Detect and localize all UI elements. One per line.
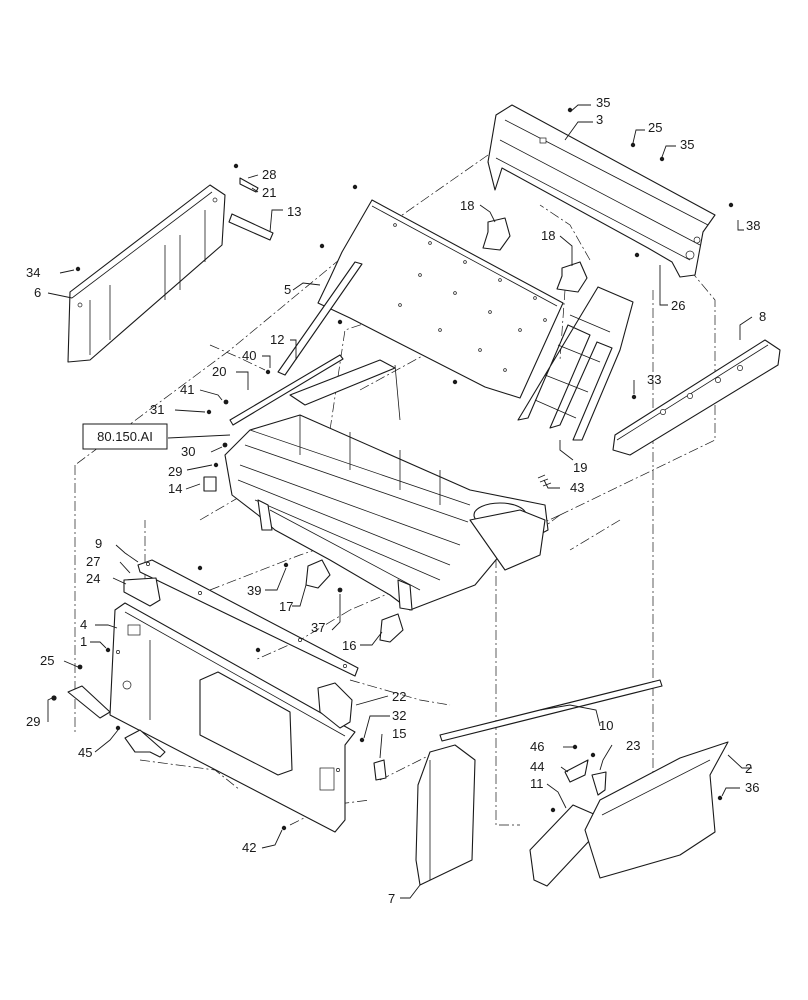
callout-12: 12 — [270, 332, 284, 347]
part-16-bracket — [379, 613, 404, 643]
fasteners — [51, 107, 734, 831]
callout-numbers: 35 3 25 35 28 21 13 18 18 38 34 6 5 26 8… — [26, 95, 766, 906]
part-10-rod — [439, 679, 663, 742]
callout-37: 37 — [311, 620, 325, 635]
callout-19: 19 — [573, 460, 587, 475]
part-18-bracket-a — [482, 217, 511, 251]
part-4-front-panel — [109, 602, 356, 833]
central-frame-assembly — [224, 359, 549, 611]
callout-33: 33 — [647, 372, 661, 387]
callout-28: 28 — [262, 167, 276, 182]
callout-45: 45 — [78, 745, 92, 760]
callout-14: 14 — [168, 481, 182, 496]
part-22-bracket — [317, 682, 353, 729]
part-44-bracket — [564, 759, 589, 783]
callout-42: 42 — [242, 840, 256, 855]
callout-17: 17 — [279, 599, 293, 614]
part-8-crossbar — [612, 339, 781, 456]
callout-20: 20 — [212, 364, 226, 379]
callout-6: 6 — [34, 285, 41, 300]
part-7-side-plate — [415, 744, 476, 886]
callout-5: 5 — [284, 282, 291, 297]
callout-15: 15 — [392, 726, 406, 741]
callout-21: 21 — [262, 185, 276, 200]
callout-9: 9 — [95, 536, 102, 551]
callout-8: 8 — [759, 309, 766, 324]
callout-4: 4 — [80, 617, 87, 632]
part-2-right-shield — [584, 741, 729, 879]
callout-36: 36 — [745, 780, 759, 795]
callout-1: 1 — [80, 634, 87, 649]
callout-35: 35 — [680, 137, 694, 152]
callout-41: 41 — [180, 382, 194, 397]
callout-18: 18 — [460, 198, 474, 213]
callout-2: 2 — [745, 761, 752, 776]
callout-22: 22 — [392, 689, 406, 704]
part-45-bracket-a — [67, 685, 111, 719]
part-9-strip — [137, 559, 359, 677]
part-13-bracket — [228, 213, 274, 241]
callout-38: 38 — [746, 218, 760, 233]
callout-44: 44 — [530, 759, 544, 774]
part-11-panel — [529, 804, 597, 887]
callout-24: 24 — [86, 571, 100, 586]
part-19-ladder — [517, 286, 634, 441]
callout-16: 16 — [342, 638, 356, 653]
part-5-roof-panel — [317, 199, 564, 399]
callout-34: 34 — [26, 265, 40, 280]
callout-3: 3 — [596, 112, 603, 127]
callout-25: 25 — [648, 120, 662, 135]
callout-40: 40 — [242, 348, 256, 363]
part-45-bracket-b — [124, 729, 166, 758]
callout-46: 46 — [530, 739, 544, 754]
leader-lines — [47, 104, 753, 899]
callout-29: 29 — [26, 714, 40, 729]
callout-13: 13 — [287, 204, 301, 219]
callout-32: 32 — [392, 708, 406, 723]
part-23-bracket — [591, 771, 607, 796]
callout-29: 29 — [168, 464, 182, 479]
callout-10: 10 — [599, 718, 613, 733]
callout-30: 30 — [181, 444, 195, 459]
callout-43: 43 — [570, 480, 584, 495]
callout-27: 27 — [86, 554, 100, 569]
reference-box[interactable]: 80.150.AI — [82, 423, 168, 450]
reference-label: 80.150.AI — [97, 429, 153, 444]
part-17-bracket — [305, 559, 331, 589]
callout-7: 7 — [388, 891, 395, 906]
callout-11: 11 — [530, 776, 544, 791]
part-20-strap — [229, 354, 344, 426]
callout-26: 26 — [671, 298, 685, 313]
callout-31: 31 — [150, 402, 164, 417]
callout-25: 25 — [40, 653, 54, 668]
part-15-clip — [373, 759, 387, 781]
part-12-strip — [277, 261, 363, 376]
callout-18: 18 — [541, 228, 555, 243]
part-18-bracket-b — [556, 261, 588, 293]
part-24-plate — [123, 577, 161, 607]
part-6-left-panel — [67, 184, 226, 363]
callout-39: 39 — [247, 583, 261, 598]
callout-23: 23 — [626, 738, 640, 753]
part-3-rear-beam — [487, 104, 716, 278]
callout-35: 35 — [596, 95, 610, 110]
part-14-block — [203, 476, 217, 492]
